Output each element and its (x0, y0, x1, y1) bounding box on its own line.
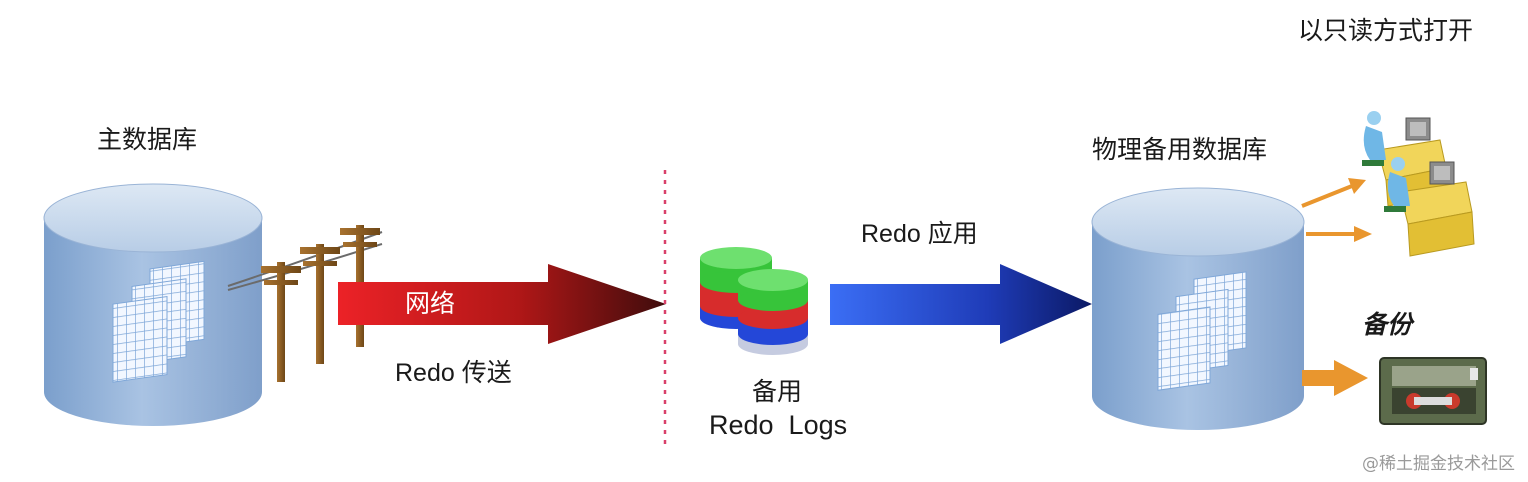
redo-transport-label: Redo 传送 (395, 359, 512, 387)
standby-database-label: 物理备用数据库 (1092, 135, 1268, 164)
redo-transport-arrow (338, 264, 666, 344)
primary-database-cylinder (43, 183, 263, 426)
standby-database-cylinder (1091, 187, 1305, 430)
redo-apply-label: Redo 应用 (861, 220, 978, 248)
data-pages-icon (1157, 271, 1247, 391)
backup-arrow (1302, 360, 1368, 396)
network-label: 网络 (405, 290, 456, 318)
primary-database-label: 主数据库 (97, 125, 198, 154)
redo-apply-arrow (830, 264, 1092, 344)
standby-redo-logs-label-line1: 备用 (752, 377, 803, 406)
tape-drive-icon (1379, 357, 1487, 425)
backup-label: 备份 (1362, 310, 1413, 339)
read-only-arrows (1301, 178, 1372, 242)
watermark-text: @稀土掘金技术社区 (1362, 454, 1515, 474)
open-readonly-label: 以只读方式打开 (1298, 16, 1474, 45)
workstation-users-icon (1362, 111, 1475, 257)
data-pages-icon (112, 260, 205, 383)
redo-log-stacks-icon (700, 247, 808, 355)
standby-redo-logs-label-line2: Redo Logs (709, 410, 848, 440)
